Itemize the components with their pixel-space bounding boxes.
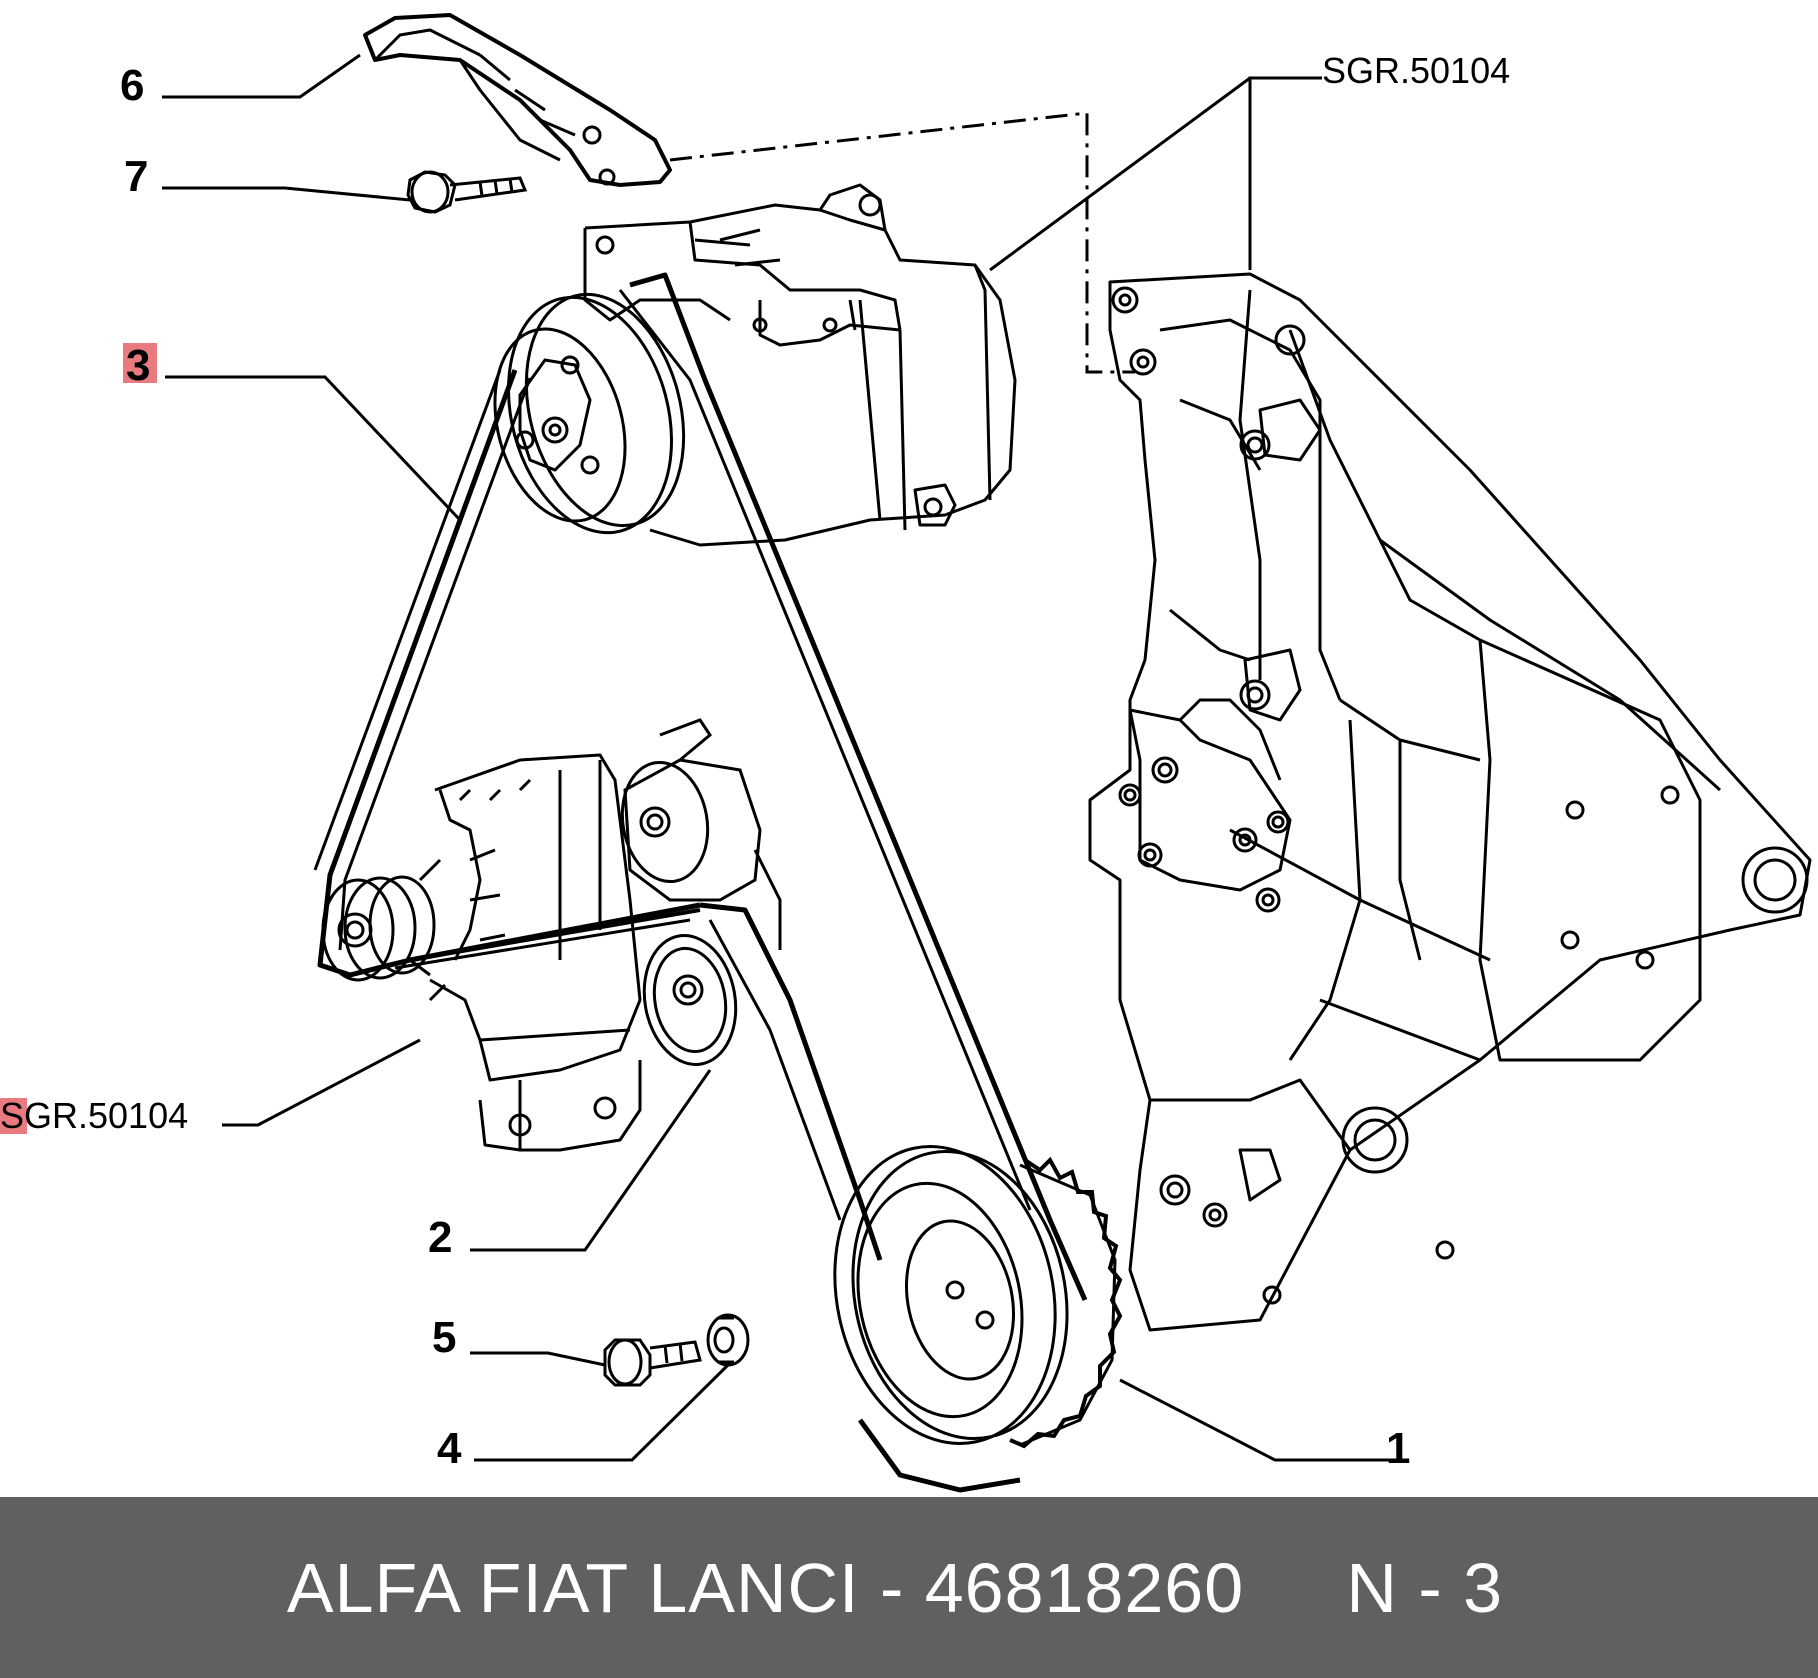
callout-5: 5 (432, 1313, 456, 1362)
compressor-pulley (493, 292, 686, 535)
leader-7 (162, 186, 411, 202)
belt-guard (363, 13, 672, 187)
bolt-7 (406, 170, 528, 214)
part-number-footer: ALFA FIAT LANCI - 46818260 N - 3 (0, 1497, 1818, 1678)
leader-lines (162, 53, 1392, 1462)
leader-dashed (669, 111, 1135, 374)
poly-v-belt (313, 272, 1088, 1493)
leader-ref-left (222, 1038, 421, 1127)
callout-labels: 6 7 3 2 5 4 1 SGR.50104 SGR.50104 (0, 50, 1510, 1473)
leader-5 (470, 1351, 606, 1367)
mounting-bracket (1088, 272, 1812, 1332)
callout-4: 4 (437, 1424, 462, 1473)
alternator (409, 753, 642, 1152)
leader-2 (470, 1069, 712, 1252)
leader-ref-top (989, 76, 1322, 272)
callout-7: 7 (124, 152, 148, 201)
leader-1 (1119, 1378, 1392, 1462)
leader-3 (165, 375, 462, 522)
footer-part-text: ALFA FIAT LANCI - 46818260 N - 3 (286, 1548, 1504, 1627)
alternator-pulley (321, 875, 436, 982)
bracket-bolt-holes (1111, 286, 1809, 1305)
callout-2: 2 (428, 1213, 452, 1262)
reference-top-right: SGR.50104 (1322, 50, 1510, 91)
leader-4 (474, 1363, 730, 1462)
belt-tensioner (620, 718, 782, 1066)
callout-3: 3 (126, 341, 150, 390)
belt-drive-exploded-diagram: 6 7 3 2 5 4 1 SGR.50104 SGR.50104 (0, 13, 1812, 1493)
callout-1: 1 (1386, 1424, 1410, 1473)
callout-6: 6 (120, 61, 144, 110)
reference-left-highlight (0, 1098, 27, 1134)
reference-left: SGR.50104 (0, 1095, 188, 1136)
callout-3-highlight (123, 343, 157, 383)
ac-compressor (583, 183, 1017, 547)
leader-6 (162, 53, 361, 99)
washer-4 (706, 1313, 750, 1367)
bolt-5 (603, 1338, 702, 1387)
crankshaft-pulley (833, 1145, 1123, 1449)
